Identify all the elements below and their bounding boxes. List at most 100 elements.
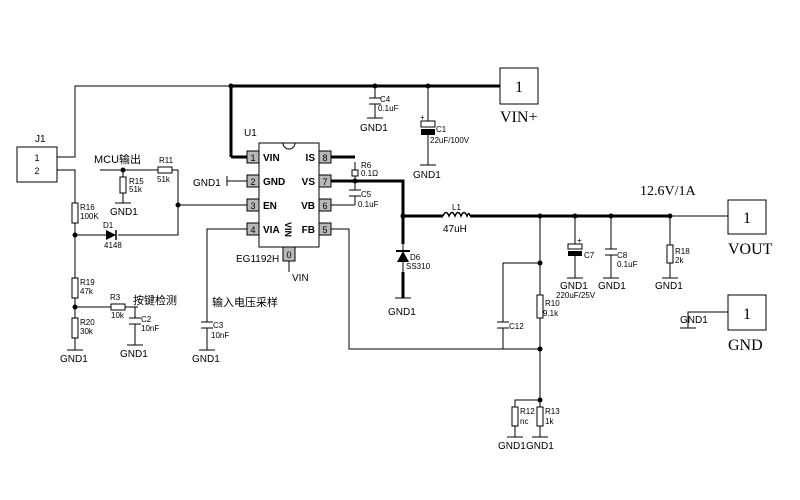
c7-ref: C7 bbox=[584, 251, 595, 260]
c4-value: 0.1uF bbox=[378, 104, 399, 113]
ic-ref: U1 bbox=[244, 128, 257, 139]
d1-value: 4148 bbox=[104, 241, 122, 250]
gnd-c2: GND1 bbox=[120, 349, 148, 360]
gnd-r12: GND1 bbox=[498, 441, 526, 452]
c3-value: 10nF bbox=[211, 331, 229, 340]
ic-pin-7-name: VS bbox=[302, 177, 316, 188]
vin-port-pin: 1 bbox=[515, 79, 523, 96]
d6-ref: D6 bbox=[410, 253, 421, 262]
ic-pin-3-num: 3 bbox=[250, 201, 255, 211]
r18-body bbox=[666, 244, 674, 264]
ic-gnd-label: GND1 bbox=[193, 178, 221, 189]
r11-value: 51k bbox=[157, 175, 171, 184]
c5-value: 0.1uF bbox=[358, 200, 379, 209]
gnd-port-label: GND bbox=[728, 337, 763, 354]
vin-port-label: VIN+ bbox=[500, 109, 537, 126]
r6-value: 0.1Ω bbox=[361, 169, 378, 178]
port-gnd: 1 GND bbox=[727, 294, 767, 354]
ic-pin-8-num: 8 bbox=[322, 153, 327, 163]
gnd-r20: GND1 bbox=[60, 354, 88, 365]
r19-value: 47k bbox=[80, 287, 94, 296]
r20-ref: R20 bbox=[80, 318, 95, 327]
d6-value: SS310 bbox=[406, 262, 431, 271]
r16-ref: R16 bbox=[80, 203, 95, 212]
r12-body bbox=[511, 406, 519, 427]
ic-bottom-pin-label: VIN bbox=[292, 273, 309, 284]
c8-value: 0.1uF bbox=[617, 260, 638, 269]
connector-j1: J1 1 2 bbox=[16, 134, 58, 183]
c8-ref: C8 bbox=[617, 251, 628, 260]
port-vout: 1 VOUT bbox=[727, 199, 773, 258]
r18-ref: R18 bbox=[675, 247, 690, 256]
ic-pin-6-num: 6 bbox=[322, 201, 327, 211]
c12-ref: C12 bbox=[509, 322, 524, 331]
c1-ref: C1 bbox=[436, 125, 447, 134]
inductor-l1 bbox=[442, 211, 471, 218]
ic-pin-1-name: VIN bbox=[263, 153, 280, 164]
gnd-c8: GND1 bbox=[598, 281, 626, 292]
ic-pin-2-name: GND bbox=[263, 177, 285, 188]
gnd-c1: GND1 bbox=[413, 170, 441, 181]
r12-value: nc bbox=[520, 417, 528, 426]
ic-part-number: EG1192H bbox=[236, 254, 279, 265]
r3-ref: R3 bbox=[110, 293, 121, 302]
gnd-r15: GND1 bbox=[110, 207, 138, 218]
diodes bbox=[106, 230, 410, 262]
r6-ref: R6 bbox=[361, 161, 372, 170]
r15-value: 51k bbox=[129, 185, 143, 194]
gnd-port-net: GND1 bbox=[680, 315, 708, 326]
r13-ref: R13 bbox=[545, 407, 560, 416]
ic-pin-1-num: 1 bbox=[250, 153, 255, 163]
ic-pin-3-box bbox=[246, 198, 260, 212]
r6-body bbox=[351, 169, 359, 177]
c2-value: 10nF bbox=[141, 324, 159, 333]
c1-value: 22uF/100V bbox=[430, 136, 470, 145]
gnd-d6: GND1 bbox=[388, 307, 416, 318]
ic-pin-4-num: 4 bbox=[250, 225, 255, 235]
r15-ref: R15 bbox=[129, 177, 144, 186]
d1-ref: D1 bbox=[103, 221, 114, 230]
r3-value: 10k bbox=[111, 311, 125, 320]
note-input-voltage-sample: 输入电压采样 bbox=[212, 295, 278, 309]
r16-body bbox=[71, 202, 79, 224]
r3-body bbox=[110, 303, 126, 311]
gnd-r13: GND1 bbox=[526, 441, 554, 452]
ic-pin-4-name: VIA bbox=[263, 225, 280, 236]
ic-pin-5-name: FB bbox=[302, 225, 315, 236]
ic-bottom-pin-num: 0 bbox=[286, 250, 291, 260]
gnd-c4: GND1 bbox=[360, 123, 388, 134]
r16-value: 100K bbox=[80, 212, 99, 221]
j1-ref: J1 bbox=[35, 134, 46, 145]
c7-value: 220uF/25V bbox=[556, 291, 596, 300]
c5-ref: C5 bbox=[361, 190, 372, 199]
junction-dots bbox=[72, 83, 673, 403]
r10-ref: R10 bbox=[545, 299, 560, 308]
r10-body bbox=[536, 294, 544, 319]
r20-body bbox=[71, 317, 79, 339]
ic-pin-2-box bbox=[246, 174, 260, 188]
r19-ref: R19 bbox=[80, 278, 95, 287]
gnd-c7: GND1 bbox=[560, 281, 588, 292]
note-mcu-output: MCU输出 bbox=[94, 152, 141, 166]
resistors bbox=[71, 166, 674, 427]
j1-pin2: 2 bbox=[34, 166, 39, 176]
notes: MCU输出 按键检测 输入电压采样 bbox=[94, 152, 278, 309]
port-vin: 1 VIN+ bbox=[499, 67, 539, 126]
component-labels: R16 100K R15 51k R11 51k D1 4148 R19 47k… bbox=[80, 95, 690, 426]
ic-pin-8-name: IS bbox=[306, 153, 316, 164]
r11-ref: R11 bbox=[159, 156, 174, 165]
ic-pin-2-num: 2 bbox=[250, 177, 255, 187]
output-spec-label: 12.6V/1A bbox=[640, 184, 697, 199]
vout-port-pin: 1 bbox=[743, 210, 751, 227]
note-key-detect: 按键检测 bbox=[133, 293, 177, 307]
c4-ref: C4 bbox=[380, 95, 391, 104]
ground-labels: GND1 GND1 GND1 GND1 GND1 GND1 GND1 GND1 … bbox=[60, 117, 708, 452]
ic-vertical-label: VIN bbox=[283, 222, 293, 237]
gnd-c3: GND1 bbox=[192, 354, 220, 365]
vout-port-label: VOUT bbox=[728, 241, 773, 258]
r11-body bbox=[157, 166, 173, 174]
svg-text:+: + bbox=[577, 236, 582, 245]
r20-value: 30k bbox=[80, 327, 94, 336]
svg-text:+: + bbox=[420, 113, 425, 122]
